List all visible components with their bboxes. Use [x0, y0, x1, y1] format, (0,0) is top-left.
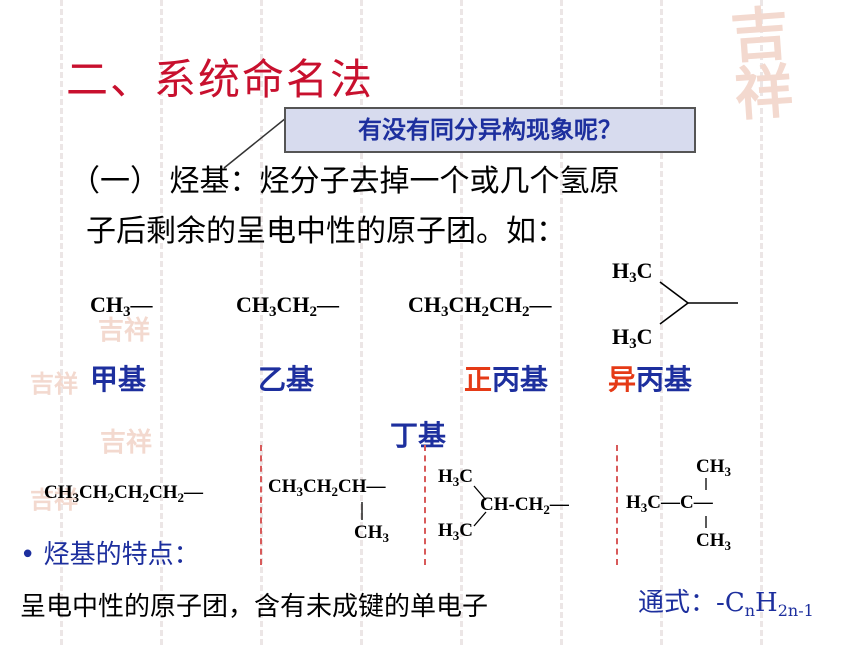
separator-3 — [616, 445, 618, 565]
general-formula: 通式：-CnH2n-1 — [638, 588, 814, 620]
features-title: • 烃基的特点： — [20, 540, 200, 570]
butyl-iso-top: H3C — [438, 466, 474, 489]
general-formula-label: 通式： — [638, 588, 717, 618]
separator-1 — [260, 445, 262, 565]
definition-line-2: 子后剩余的呈电中性的原子团。如： — [86, 214, 566, 249]
separator-2 — [424, 445, 426, 565]
label-n-propyl: 正丙基 — [464, 363, 549, 396]
butyl-sec-main: CH3CH2CH— — [268, 476, 386, 499]
slide-title: 二、系统命名法 — [66, 55, 375, 104]
definition-line-1: （一） 烃基：烃分子去掉一个或几个氢原 — [70, 164, 620, 199]
label-isopropyl: 异丙基 — [608, 363, 693, 396]
butyl-tert-bottom: CH3 — [696, 530, 731, 553]
butyl-iso-bottom: H3C — [438, 520, 474, 543]
decorative-seal-small-3: 吉祥 — [100, 428, 153, 458]
label-methyl: 甲基 — [90, 363, 147, 396]
features-text: 呈电中性的原子团，含有未成键的单电子 — [20, 592, 489, 622]
ethyl-formula: CH3CH2— — [236, 292, 339, 320]
butyl-iso-main: CH-CH2— — [480, 494, 569, 517]
decorative-seal-small-2: 吉祥 — [30, 369, 78, 398]
decorative-seal-small-1: 吉祥 — [98, 316, 151, 346]
callout-box: 有没有同分异构现象呢？ — [284, 107, 696, 153]
isopropyl-top: H3C — [612, 258, 653, 286]
methyl-formula: CH3— — [90, 292, 153, 320]
label-butyl: 丁基 — [390, 419, 447, 452]
isopropyl-bottom: H3C — [612, 324, 653, 352]
butyl-tert-main: H3C—C— — [626, 492, 713, 515]
decorative-seal-small-4: 吉祥 — [30, 485, 78, 514]
butyl-n: CH3CH2CH2CH2— — [44, 482, 203, 505]
butyl-sec-branch: CH3 — [354, 522, 389, 545]
label-ethyl: 乙基 — [258, 363, 315, 396]
propyl-formula: CH3CH2CH2— — [408, 292, 552, 320]
butyl-tert-top: CH3 — [696, 456, 731, 479]
